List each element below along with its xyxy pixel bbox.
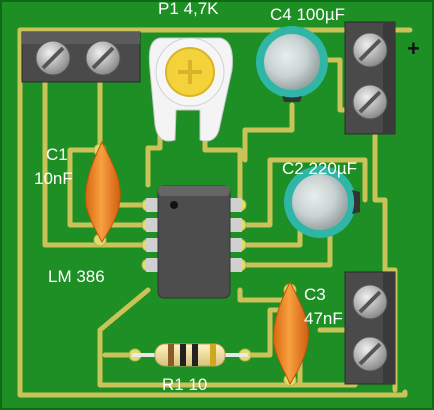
c3-name-label: C3	[304, 285, 326, 304]
r1-label: R1 10	[162, 375, 208, 394]
screw-terminal-j1	[21, 31, 141, 83]
plus-label: +	[407, 36, 420, 61]
p1-label: P1 4,7K	[158, 0, 219, 18]
potentiometer-icon	[148, 37, 233, 142]
resistor-r1	[132, 343, 248, 367]
ic-dip8-lm386	[146, 185, 242, 299]
c4-label: C4 100µF	[270, 5, 345, 24]
electrolytic-capacitor-c2	[284, 166, 360, 238]
screw-terminal-j2	[344, 21, 396, 135]
ceramic-capacitor-c3	[273, 280, 309, 386]
c1-name-label: C1	[46, 145, 68, 164]
ic-label: LM 386	[48, 267, 105, 286]
c3-value-label: 47nF	[304, 309, 343, 328]
c2-label: C2 220µF	[282, 159, 357, 178]
electrolytic-capacitor-c4	[256, 26, 328, 102]
screw-terminal-j3	[344, 271, 396, 385]
ceramic-capacitor-c1	[85, 140, 121, 244]
c1-value-label: 10nF	[34, 169, 73, 188]
